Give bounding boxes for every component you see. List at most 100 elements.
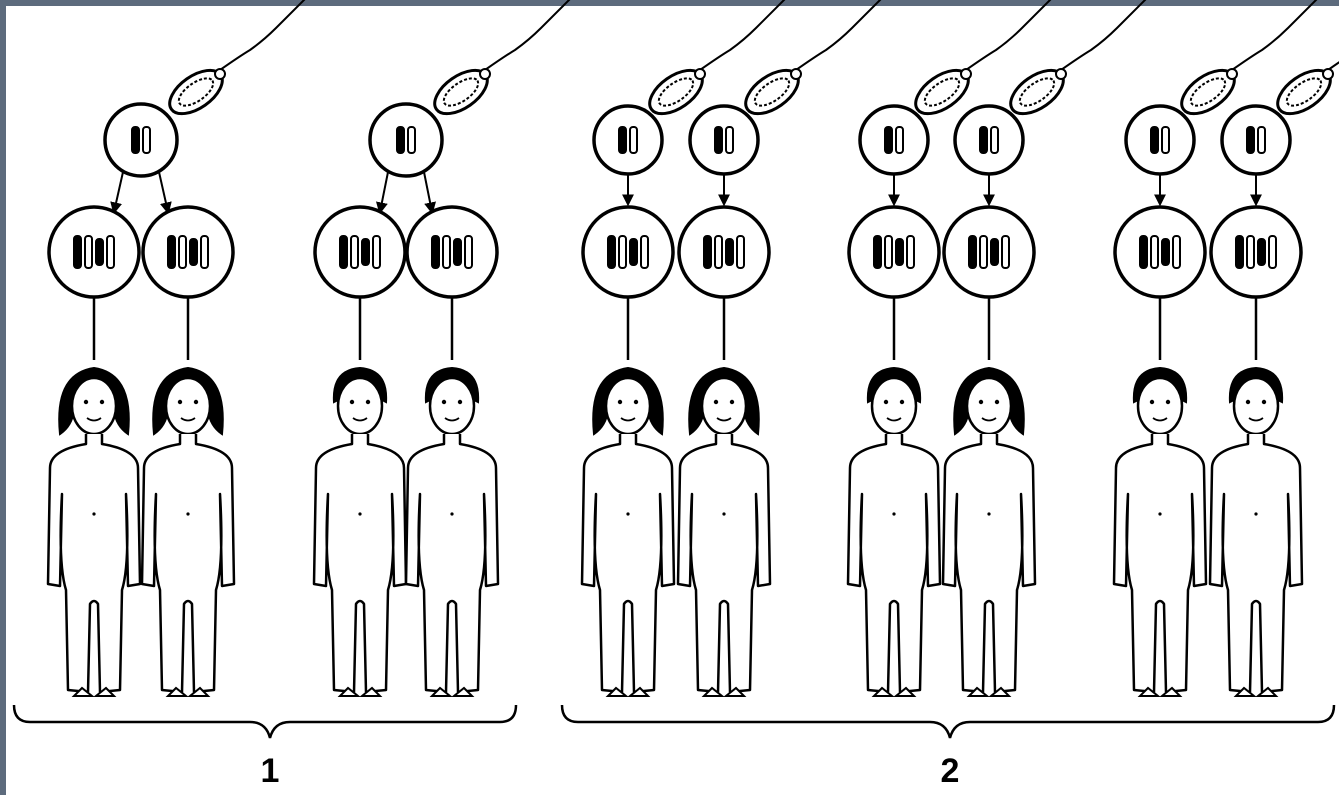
feet <box>340 688 380 696</box>
chromosome <box>143 127 150 153</box>
chromosome <box>397 127 404 153</box>
group-2-set-1-child-1 <box>582 368 674 696</box>
chromosome <box>454 239 461 265</box>
chromosome <box>201 236 208 268</box>
chromosome <box>704 236 711 268</box>
chromosome <box>443 236 450 268</box>
group-1-set-2-child-1 <box>314 368 406 696</box>
chromosome <box>432 236 439 268</box>
face <box>967 378 1011 434</box>
chromosome <box>1258 127 1265 153</box>
chromosome <box>991 239 998 265</box>
group-2-set-1-zygote-2 <box>690 106 758 174</box>
body <box>142 434 234 692</box>
group-2-brace <box>562 705 1334 738</box>
feet <box>168 688 208 696</box>
group-1-set-1-cell-2 <box>143 207 233 297</box>
group-2-set-1-sperm-2 <box>738 0 882 122</box>
chromosome <box>907 236 914 268</box>
feet <box>1236 688 1276 696</box>
chromosome <box>107 236 114 268</box>
chromosome <box>340 236 347 268</box>
navel <box>358 512 361 515</box>
chromosome <box>608 236 615 268</box>
chromosome <box>641 236 648 268</box>
chromosome <box>726 239 733 265</box>
group-2-set-2-zygote-1 <box>860 106 928 174</box>
chromosome <box>190 239 197 265</box>
feet <box>1140 688 1180 696</box>
group-2-set-3-child-2 <box>1210 368 1302 696</box>
chromosome <box>991 127 998 153</box>
body <box>48 434 140 692</box>
chromosome <box>132 127 139 153</box>
group-2-set-1-child-2 <box>678 368 770 696</box>
group-1-label: 1 <box>261 752 280 791</box>
face <box>606 378 650 434</box>
chromosome <box>96 239 103 265</box>
feet <box>74 688 114 696</box>
face <box>338 378 382 434</box>
group-2-set-3-child-1 <box>1114 368 1206 696</box>
body <box>582 434 674 692</box>
chromosome <box>1140 236 1147 268</box>
chromosome <box>896 239 903 265</box>
chromosome <box>980 236 987 268</box>
chromosome <box>1269 236 1276 268</box>
face <box>1138 378 1182 434</box>
group-1-set-1-cell-1 <box>49 207 139 297</box>
group-2-set-1-cell-2 <box>679 207 769 297</box>
face <box>72 378 116 434</box>
navel <box>1158 512 1161 515</box>
group-1-set-1-sperm <box>162 0 306 122</box>
body <box>848 434 940 692</box>
group-2-set-3-zygote-2 <box>1222 106 1290 174</box>
body <box>678 434 770 692</box>
chromosome <box>980 127 987 153</box>
chromosome <box>630 127 637 153</box>
body <box>943 434 1035 692</box>
chromosome <box>465 236 472 268</box>
feet <box>874 688 914 696</box>
chromosome <box>1002 236 1009 268</box>
face <box>430 378 474 434</box>
chromosome <box>715 236 722 268</box>
group-1-set-2-zygote <box>370 104 442 176</box>
group-2-label: 2 <box>941 752 960 791</box>
chromosome <box>885 127 892 153</box>
group-1-set-2-child-2 <box>406 368 498 696</box>
navel <box>626 512 629 515</box>
group-2-set-3-sperm-2 <box>1270 0 1339 122</box>
group-1-set-1-child-2 <box>142 368 234 696</box>
chromosome <box>619 127 626 153</box>
group-2-set-2-sperm-2 <box>1003 0 1147 122</box>
chromosome <box>619 236 626 268</box>
navel <box>987 512 990 515</box>
group-2-set-3-cell-1 <box>1115 207 1205 297</box>
group-1-set-2-sperm <box>427 0 571 122</box>
group-1-set-1-child-1 <box>48 368 140 696</box>
group-2-set-3-zygote-1 <box>1126 106 1194 174</box>
chromosome <box>1258 239 1265 265</box>
chromosome <box>1173 236 1180 268</box>
navel <box>450 512 453 515</box>
navel <box>92 512 95 515</box>
chromosome <box>179 236 186 268</box>
group-1-set-2-cell-2 <box>407 207 497 297</box>
chromosome <box>1247 127 1254 153</box>
group-2-set-3-cell-2 <box>1211 207 1301 297</box>
body <box>406 434 498 692</box>
chromosome <box>874 236 881 268</box>
group-1-set-1-zygote <box>105 104 177 176</box>
chromosome <box>373 236 380 268</box>
chromosome <box>1247 236 1254 268</box>
group-2-set-2-child-2 <box>943 368 1035 696</box>
body <box>314 434 406 692</box>
navel <box>1254 512 1257 515</box>
feet <box>608 688 648 696</box>
face <box>1234 378 1278 434</box>
navel <box>186 512 189 515</box>
feet <box>969 688 1009 696</box>
group-1-set-2-cell-1 <box>315 207 405 297</box>
